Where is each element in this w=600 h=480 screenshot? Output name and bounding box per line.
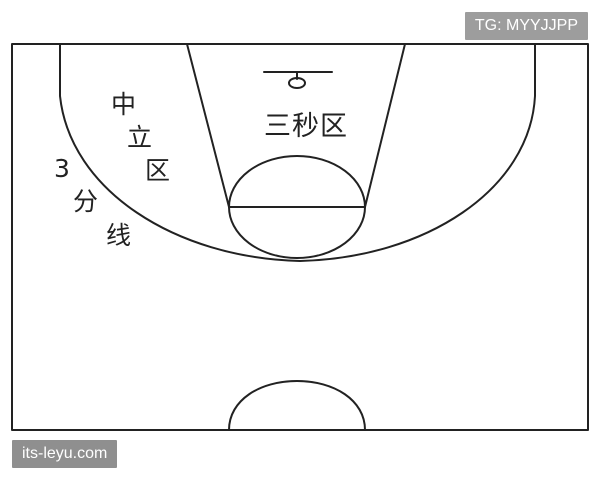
court-boundary (11, 43, 589, 431)
center-circle-half (228, 380, 366, 431)
telegram-watermark: TG: MYYJJPP (464, 12, 588, 40)
three-point-label-char-1: 分 (73, 187, 98, 216)
three-point-label-number: 3 (54, 154, 70, 183)
site-watermark: its-leyu.com (12, 440, 118, 468)
three-second-zone-label: 三秒区 (264, 111, 348, 142)
middle-zone-char-1: 中 (111, 90, 136, 119)
three-point-label-char-2: 线 (106, 221, 131, 250)
middle-zone-char-2: 立 (127, 123, 152, 152)
hoop-ring (288, 77, 306, 89)
middle-zone-char-3: 区 (145, 156, 170, 185)
three-point-arc (59, 43, 536, 262)
